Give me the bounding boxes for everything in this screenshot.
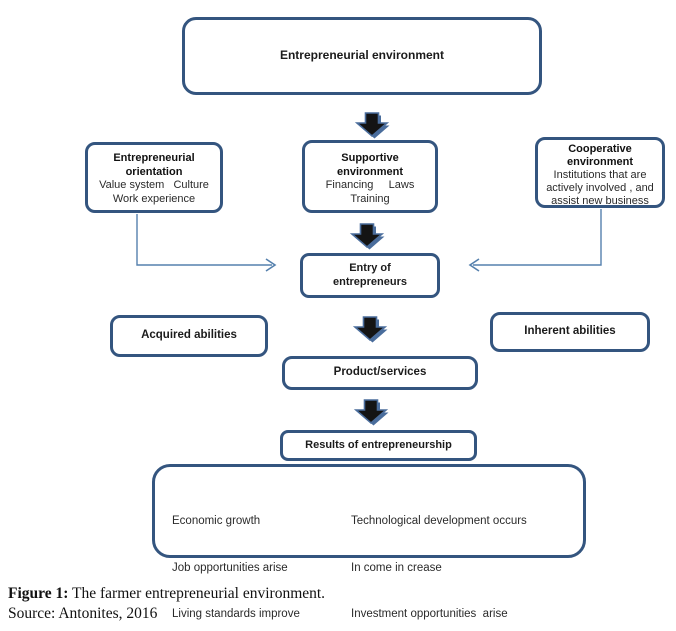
box-title-line: Entry of: [349, 262, 391, 274]
inherent-abilities-box: Inherent abilities: [490, 312, 650, 352]
box-label: Results of entrepreneurship: [305, 438, 452, 451]
down-arrow-icon: [349, 223, 385, 249]
down-arrow-icon: [352, 316, 388, 342]
box-body-line: assist new business: [551, 195, 649, 207]
down-arrow-icon: [353, 399, 389, 425]
arrowhead-left-icon: [468, 258, 480, 272]
down-arrow-shadow-icon: [358, 402, 389, 426]
acquired-abilities-box: Acquired abilities: [110, 315, 268, 357]
box-title-line: Entrepreneurial: [113, 152, 195, 164]
entrepreneurial-orientation-box: Entrepreneurial orientation Value system…: [85, 142, 223, 213]
outcome-item: In come in crease: [351, 561, 442, 574]
box-label: Inherent abilities: [524, 325, 616, 338]
supportive-environment-box: Supportive environment Financing Laws Tr…: [302, 140, 438, 213]
outcome-item: Investment opportunities arise: [351, 608, 508, 620]
box-body-line: actively involved , and: [546, 182, 654, 194]
box-title-line: environment: [566, 156, 633, 168]
product-services-box: Product/services: [282, 356, 478, 390]
box-title-line: Supportive: [341, 152, 399, 164]
box-body-line: Financing Laws: [325, 179, 415, 191]
caption-line-1: Figure 1: The farmer entrepreneurial env…: [8, 584, 325, 604]
connector-left-line: [136, 214, 272, 266]
entry-of-entrepreneurs-box: Entry of entrepreneurs: [300, 253, 440, 298]
box-body-line: Work experience: [112, 192, 196, 205]
box-body-line: Value system Culture: [99, 179, 209, 191]
box-label: Entrepreneurial environment: [279, 48, 445, 63]
arrowhead-right-icon: [265, 258, 277, 272]
box-title-line: orientation: [125, 165, 183, 178]
outcomes-column-right: Technological development occurs In come…: [351, 483, 527, 631]
outcomes-box: Economic growth Job opportunities arise …: [152, 464, 586, 620]
outcome-item: Technological development occurs: [351, 515, 527, 527]
entrepreneurial-environment-box: Entrepreneurial environment: [182, 17, 542, 95]
figure-caption: Figure 1: The farmer entrepreneurial env…: [8, 584, 325, 624]
down-arrow-shadow-icon: [354, 226, 385, 250]
connector-right-line: [473, 209, 602, 266]
outcome-item: Living standards improve: [172, 608, 300, 620]
box-body-line: Training: [350, 192, 390, 205]
figure-title: The farmer entrepreneurial environment.: [68, 585, 326, 602]
box-body-line: Institutions that are: [553, 169, 647, 181]
caption-source: Source: Antonites, 2016: [8, 605, 158, 622]
down-arrow-shadow-icon: [357, 319, 388, 343]
outcome-item: Job opportunities arise: [172, 561, 288, 574]
box-title-line: Cooperative: [568, 143, 632, 155]
down-arrow-icon: [354, 112, 390, 138]
down-arrow-shadow-icon: [359, 115, 390, 139]
outcome-item: Economic growth: [172, 515, 261, 527]
figure-label: Figure 1:: [8, 585, 69, 602]
outcomes-column-left: Economic growth Job opportunities arise …: [172, 483, 300, 631]
box-title-line: environment: [336, 165, 403, 178]
box-label: Acquired abilities: [141, 329, 237, 342]
cooperative-environment-box: Cooperative environment Institutions tha…: [535, 137, 665, 208]
box-label: Product/services: [333, 366, 427, 379]
results-of-entrepreneurship-box: Results of entrepreneurship: [280, 430, 477, 461]
box-title-line: entrepreneurs: [333, 275, 407, 288]
